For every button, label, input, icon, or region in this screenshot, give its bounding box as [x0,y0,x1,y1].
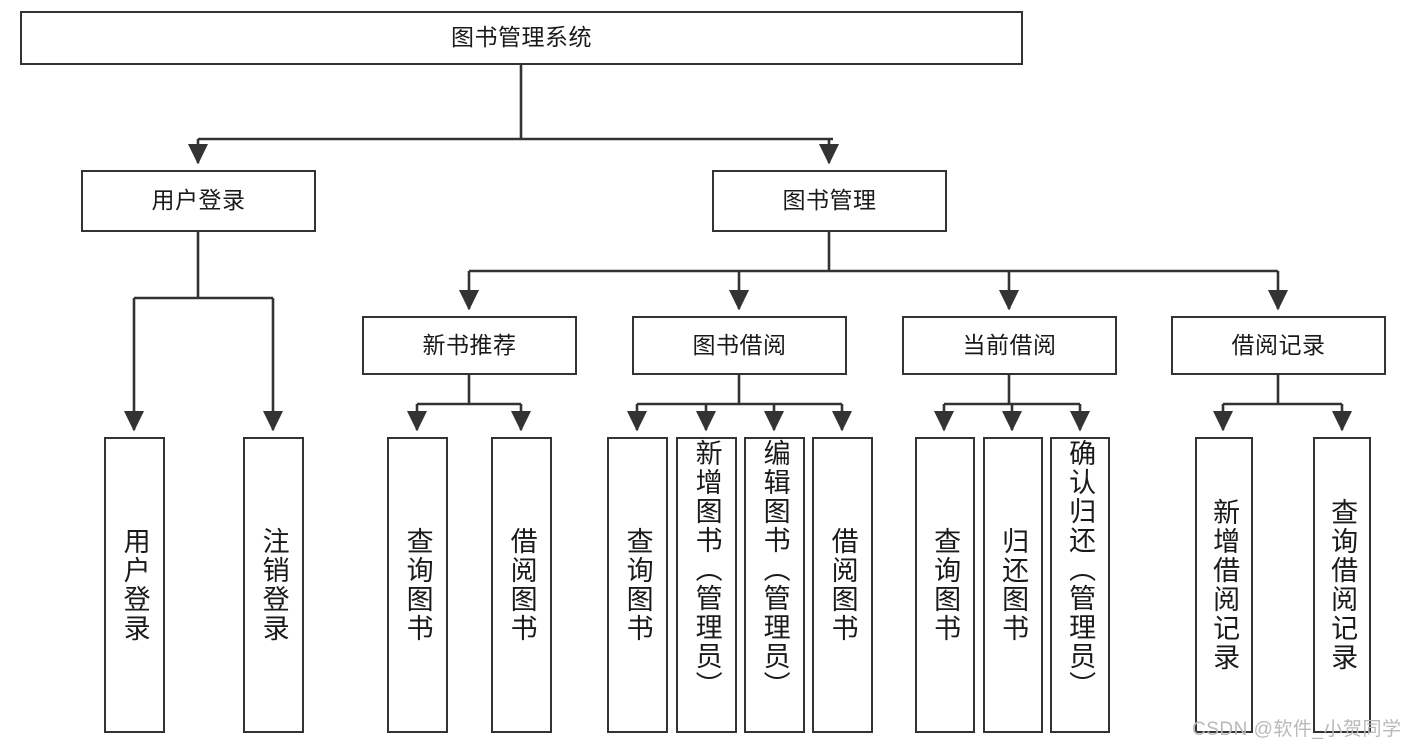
node-leaf-edit-book-label: 编辑图书（管理员） [759,439,790,700]
node-current-borrow-label: 当前借阅 [962,331,1057,358]
node-leaf-query-record-label: 查询借阅记录 [1327,498,1358,672]
node-current-borrow[interactable]: 当前借阅 [902,316,1117,375]
node-book-manage-label: 图书管理 [782,187,877,214]
node-leaf-return-book-label: 归还图书 [998,527,1029,643]
node-leaf-query-book-c[interactable]: 查询图书 [915,437,975,733]
node-leaf-return-book[interactable]: 归还图书 [983,437,1043,733]
node-book-borrow-label: 图书借阅 [692,331,787,358]
node-leaf-confirm-return[interactable]: 确认归还（管理员） [1050,437,1110,733]
node-book-borrow[interactable]: 图书借阅 [632,316,847,375]
node-new-book-recommend-label: 新书推荐 [422,331,517,358]
node-leaf-borrow-book-b[interactable]: 借阅图书 [812,437,873,733]
node-leaf-query-book-c-label: 查询图书 [930,527,961,643]
node-root[interactable]: 图书管理系统 [20,11,1023,65]
node-leaf-query-book-a[interactable]: 查询图书 [387,437,448,733]
node-leaf-query-book-b-label: 查询图书 [622,527,653,643]
node-borrow-record[interactable]: 借阅记录 [1171,316,1386,375]
node-leaf-borrow-book-a[interactable]: 借阅图书 [491,437,552,733]
node-leaf-add-book[interactable]: 新增图书（管理员） [676,437,737,733]
csdn-watermark: CSDN @软件_小贺同学 [1192,719,1402,740]
node-leaf-add-record-label: 新增借阅记录 [1209,498,1240,672]
node-leaf-add-book-label: 新增图书（管理员） [691,439,722,700]
node-leaf-logout-label: 注销登录 [258,527,289,643]
node-leaf-add-record[interactable]: 新增借阅记录 [1195,437,1253,733]
node-new-book-recommend[interactable]: 新书推荐 [362,316,577,375]
node-borrow-record-label: 借阅记录 [1231,331,1326,358]
node-leaf-query-record[interactable]: 查询借阅记录 [1313,437,1371,733]
node-leaf-logout[interactable]: 注销登录 [243,437,304,733]
node-book-manage[interactable]: 图书管理 [712,170,947,232]
node-leaf-user-login-label: 用户登录 [119,527,150,643]
node-leaf-borrow-book-a-label: 借阅图书 [506,527,537,643]
node-user-login[interactable]: 用户登录 [81,170,316,232]
node-leaf-user-login[interactable]: 用户登录 [104,437,165,733]
node-leaf-borrow-book-b-label: 借阅图书 [827,527,858,643]
node-leaf-query-book-a-label: 查询图书 [402,527,433,643]
node-leaf-query-book-b[interactable]: 查询图书 [607,437,668,733]
node-leaf-edit-book[interactable]: 编辑图书（管理员） [744,437,805,733]
node-leaf-confirm-return-label: 确认归还（管理员） [1065,439,1096,700]
node-user-login-label: 用户登录 [151,187,246,214]
node-root-label: 图书管理系统 [451,24,592,51]
